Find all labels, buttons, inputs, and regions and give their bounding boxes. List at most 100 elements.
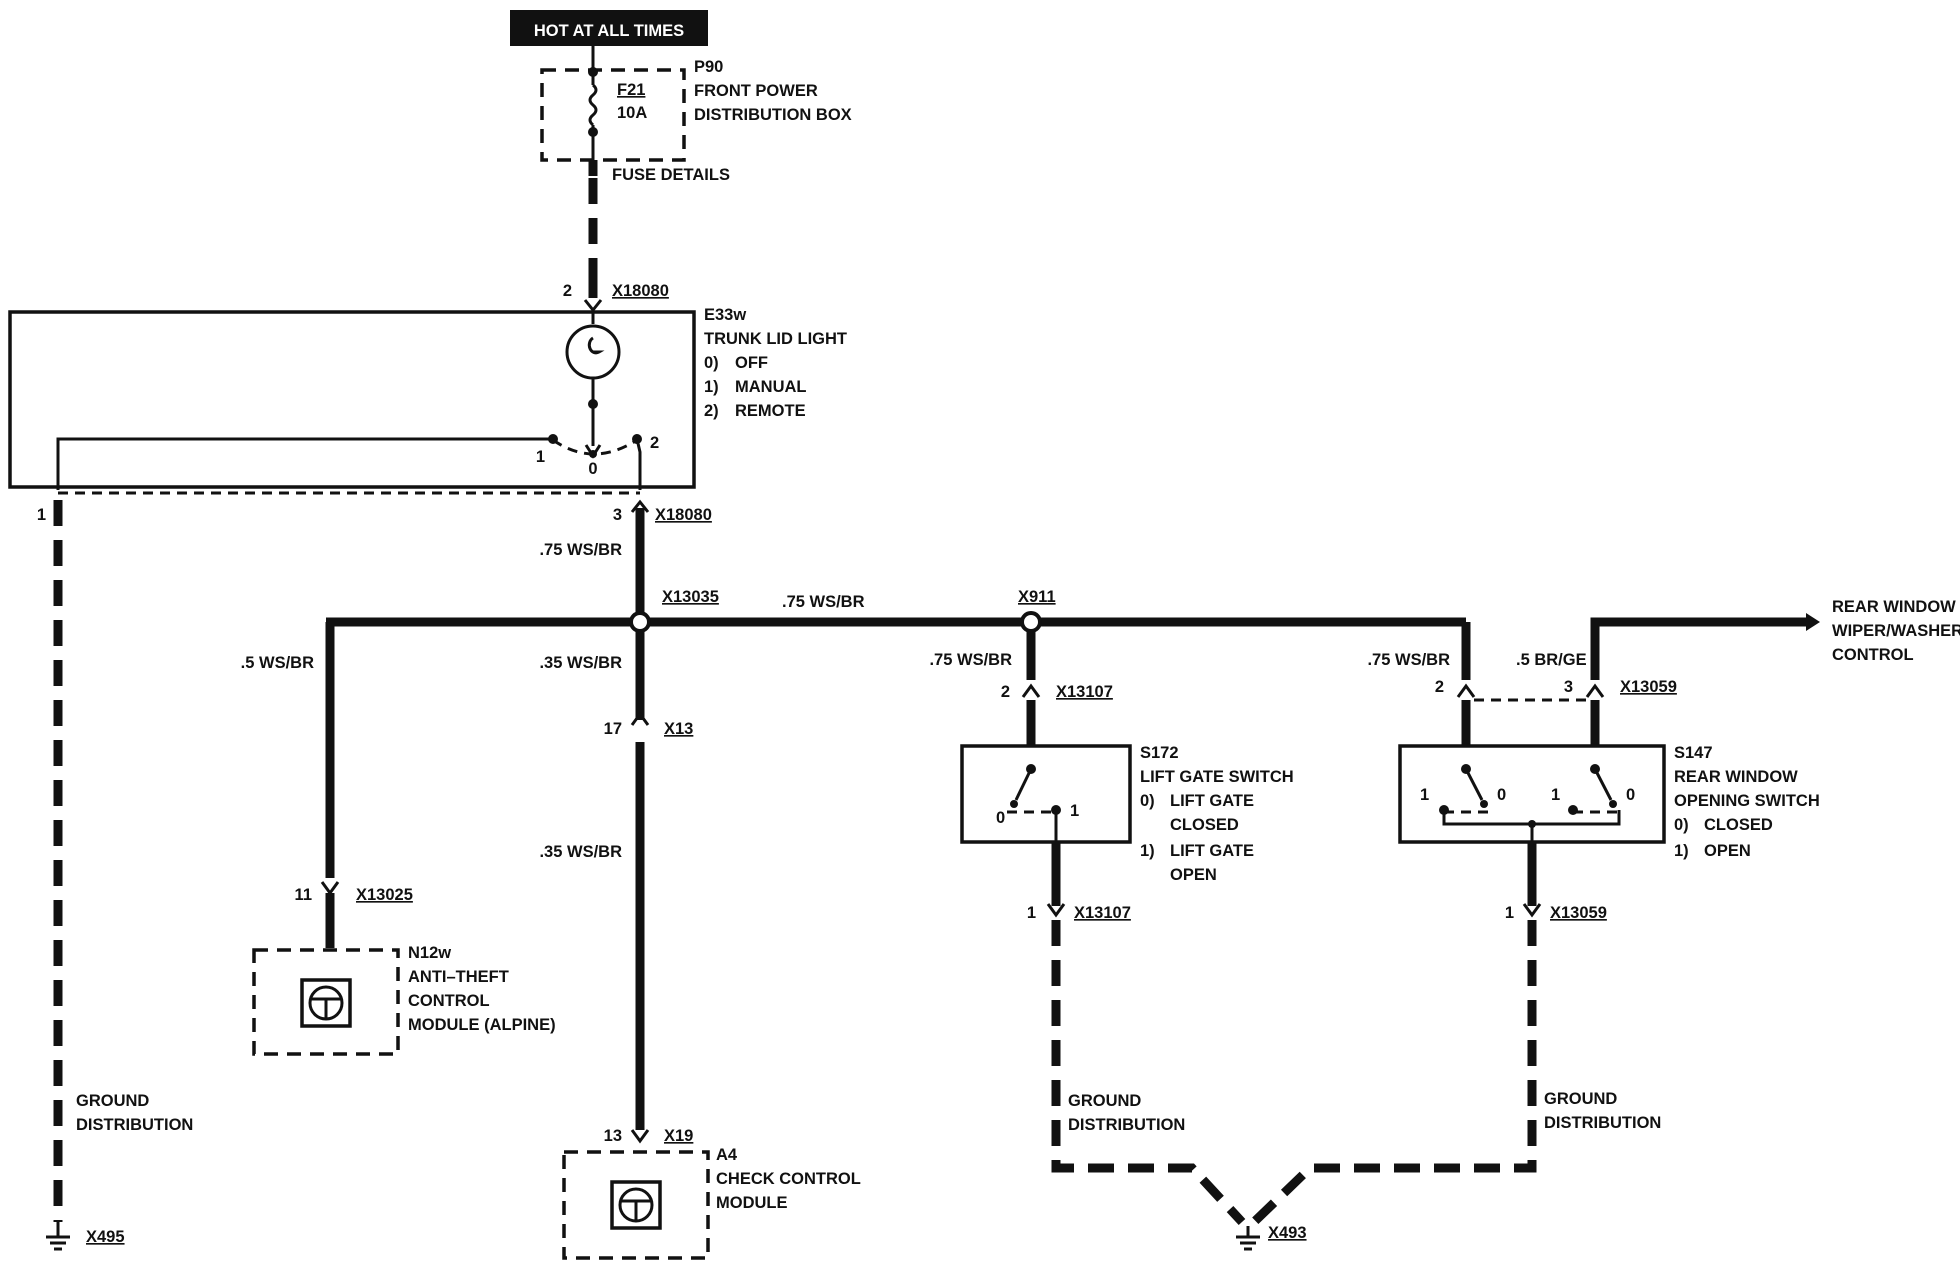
right-ground-2: DISTRIBUTION — [1544, 1114, 1661, 1132]
trunk-pos2-num: 2) — [704, 402, 719, 420]
wire-label-mid2: .35 WS/BR — [539, 843, 622, 861]
connector-arrow-x13059-a — [1456, 683, 1476, 698]
wire-label-s172: .75 WS/BR — [929, 651, 1012, 669]
trunk-ground-lead — [56, 437, 553, 490]
rear-wiper-line2: WIPER/WASHER — [1832, 622, 1960, 640]
check-control-wheel-spokes — [621, 1199, 651, 1220]
check-control-id: A4 — [716, 1146, 738, 1164]
anti-theft-outline — [252, 948, 400, 1056]
fuse-rating: 10A — [617, 104, 647, 122]
lift-gate-sw-1: 1 — [1070, 802, 1079, 820]
check-control-outline — [562, 1150, 710, 1260]
rear-window-p0: CLOSED — [1704, 816, 1773, 834]
fuse-terminal-top — [588, 67, 598, 77]
x13-pin: 17 — [604, 720, 622, 738]
lift-gate-p0a: LIFT GATE — [1170, 792, 1254, 810]
steering-wheel-spokes — [311, 997, 341, 1018]
wire-label-mid: .35 WS/BR — [539, 654, 622, 672]
trunk-pos1-num: 1) — [704, 378, 719, 396]
rear-window-name-1: REAR WINDOW — [1674, 768, 1798, 786]
check-control-line2: MODULE — [716, 1194, 788, 1212]
lift-gate-id: S172 — [1140, 744, 1179, 762]
lamp-filament — [587, 336, 605, 355]
anti-theft-connector: X13025 — [356, 886, 413, 904]
left-ground-1: GROUND — [76, 1092, 149, 1110]
mid-ground-2: DISTRIBUTION — [1068, 1116, 1185, 1134]
lift-gate-outline — [960, 744, 1132, 844]
rear-window-connector-top: X13059 — [1620, 678, 1677, 696]
lift-gate-p1a: LIFT GATE — [1170, 842, 1254, 860]
lift-gate-connector-top: X13107 — [1056, 683, 1113, 701]
fuse-box-id: P90 — [694, 58, 723, 76]
wire-label-left: .5 WS/BR — [241, 654, 314, 672]
splice-x911 — [1020, 611, 1042, 633]
wire-label-w1: .75 WS/BR — [539, 541, 622, 559]
trunk-pin-top: 2 — [563, 282, 572, 300]
rear-window-pin-b: 3 — [1564, 678, 1573, 696]
connector-arrow-x19 — [630, 1129, 650, 1144]
supply-label: HOT AT ALL TIMES — [534, 22, 684, 40]
mid-ground-1: GROUND — [1068, 1092, 1141, 1110]
rear-window-contact-a0 — [1480, 800, 1488, 808]
connector-arrow-x18080-top — [583, 299, 603, 313]
rear-window-contact-b0 — [1609, 800, 1617, 808]
lift-gate-name: LIFT GATE SWITCH — [1140, 768, 1294, 786]
splice1-label: X13035 — [662, 588, 719, 606]
connector-arrow-x13107-bottom — [1046, 903, 1066, 918]
rear-window-pin-bottom: 1 — [1505, 904, 1514, 922]
trunk-pos2: REMOTE — [735, 402, 806, 420]
lift-gate-contact-0 — [1010, 800, 1018, 808]
fuse-icon — [588, 83, 598, 127]
rear-wiper-connector-icon — [1806, 613, 1820, 631]
switch-throw — [552, 438, 638, 456]
connector-arrow-x13 — [630, 711, 650, 726]
fuse-id: F21 — [617, 81, 645, 99]
trunk-connector-bottom: X18080 — [655, 506, 712, 524]
anti-theft-line2: CONTROL — [408, 992, 490, 1010]
trunk-sw-0: 0 — [588, 460, 597, 478]
trunk-pin-out: 3 — [613, 506, 622, 524]
lift-gate-p0b: CLOSED — [1170, 816, 1239, 834]
trunk-sw-1: 1 — [536, 448, 545, 466]
rear-window-sw-b0: 0 — [1626, 786, 1635, 804]
rear-window-id: S147 — [1674, 744, 1713, 762]
trunk-pos0: OFF — [735, 354, 768, 372]
fuse-box-name-2: DISTRIBUTION BOX — [694, 106, 852, 124]
rear-window-connector-bottom: X13059 — [1550, 904, 1607, 922]
rear-window-ground-wire — [1250, 920, 1537, 1226]
left-ground-point: X495 — [86, 1228, 125, 1246]
lift-gate-connector-bottom: X13107 — [1074, 904, 1131, 922]
check-control-line1: CHECK CONTROL — [716, 1170, 861, 1188]
splice2-label: X911 — [1018, 588, 1056, 606]
rear-window-sw-b1: 1 — [1551, 786, 1560, 804]
wire-label-s147: .75 WS/BR — [1367, 651, 1450, 669]
lift-gate-p0-num: 0) — [1140, 792, 1155, 810]
trunk-light-name: TRUNK LID LIGHT — [704, 330, 847, 348]
connector-arrow-x13059-bottom — [1522, 903, 1542, 918]
trunk-pin-gnd: 1 — [37, 506, 46, 524]
x13-connector: X13 — [664, 720, 693, 738]
check-control-pin: 13 — [604, 1127, 622, 1145]
rear-window-p0-num: 0) — [1674, 816, 1689, 834]
lift-gate-blade — [1014, 768, 1033, 801]
rear-window-blade-b — [1593, 768, 1613, 801]
check-control-connector: X19 — [664, 1127, 693, 1145]
connector-arrow-x13107-top — [1021, 683, 1041, 698]
trunk-connector-top: X18080 — [612, 282, 669, 300]
anti-theft-module-icon — [300, 978, 352, 1028]
rear-window-pin-a: 2 — [1435, 678, 1444, 696]
steering-wheel-icon — [308, 985, 344, 1021]
rear-window-sw-a1: 1 — [1420, 786, 1429, 804]
check-control-module-icon — [610, 1180, 662, 1230]
trunk-light-id: E33w — [704, 306, 746, 324]
splice-x13035 — [629, 611, 651, 633]
fuse-details-label: FUSE DETAILS — [612, 166, 730, 184]
trunk-light-outline — [8, 310, 696, 489]
check-control-wheel-icon — [618, 1187, 654, 1223]
rear-window-p1-num: 1) — [1674, 842, 1689, 860]
rear-wiper-line1: REAR WINDOW — [1832, 598, 1956, 616]
lift-gate-p1b: OPEN — [1170, 866, 1217, 884]
lift-gate-pin-top: 2 — [1001, 683, 1010, 701]
